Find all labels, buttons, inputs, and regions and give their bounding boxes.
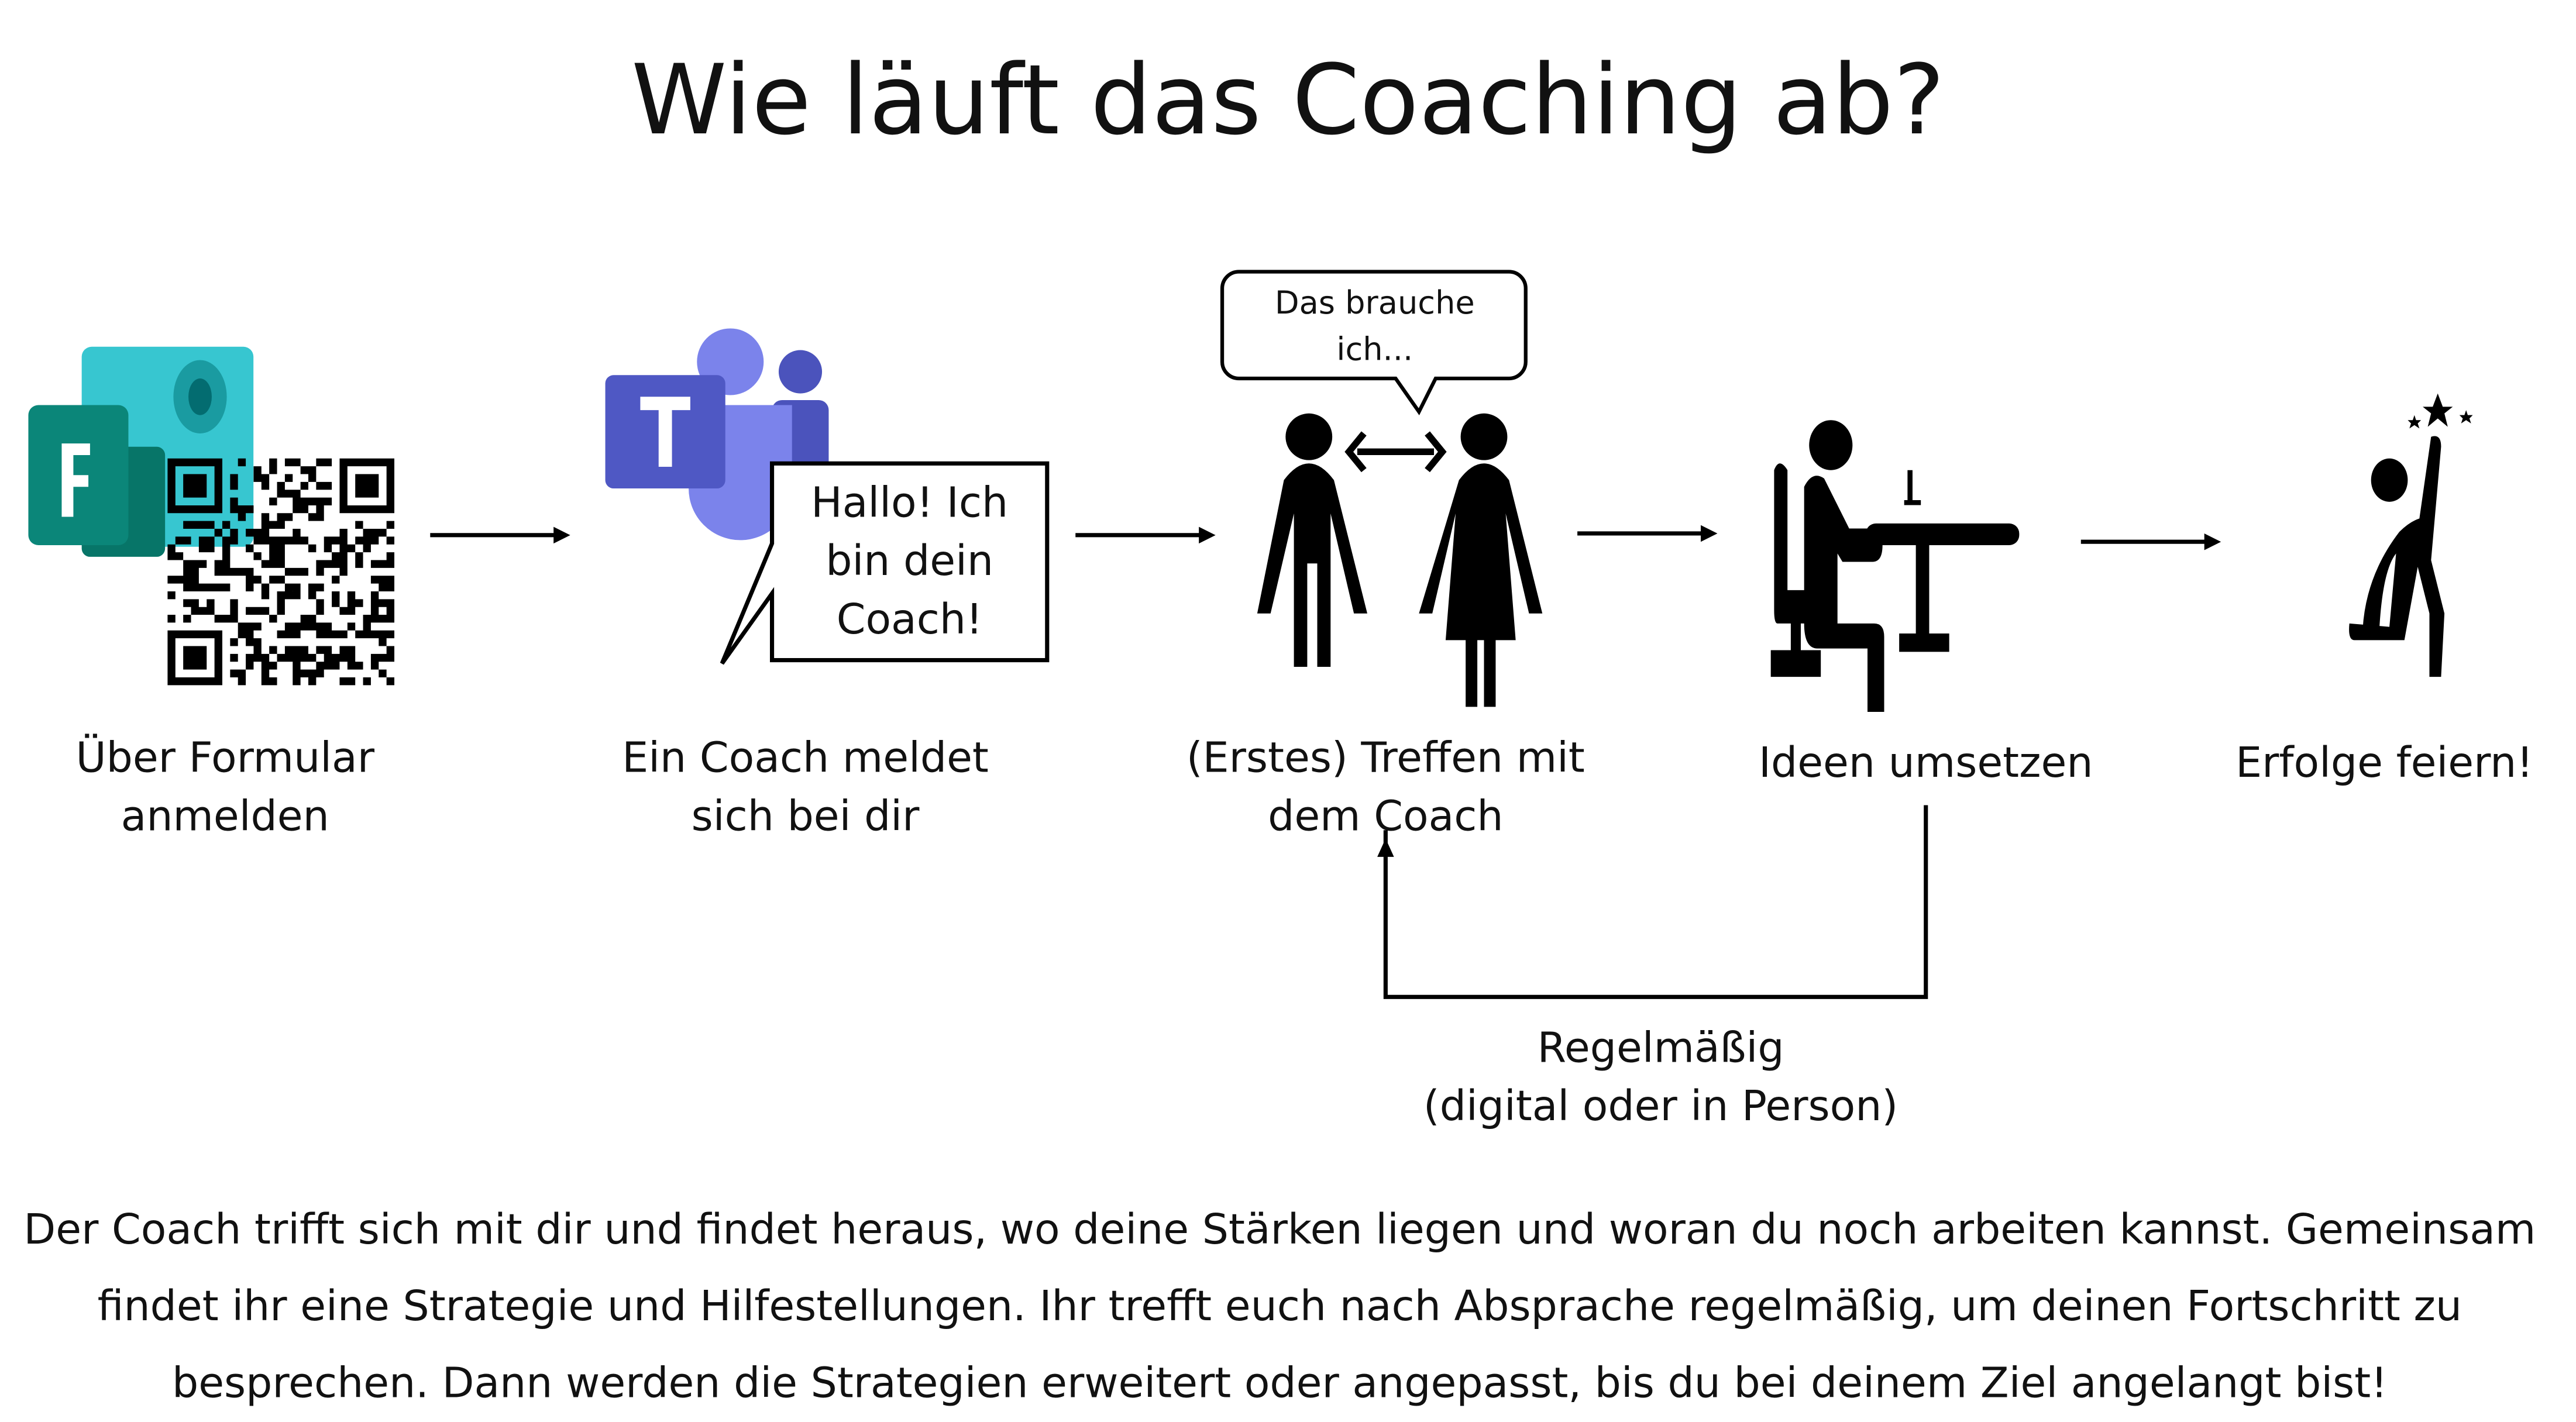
celebrating-person-icon [2349,393,2473,677]
description-paragraph: Der Coach trifft sich mit dir und findet… [23,1205,2536,1407]
loop-arrow [1377,805,1928,999]
step-label-celebrate: Erfolge feiern! [2235,738,2533,787]
forms-icon [28,346,254,557]
step-label-implement: Ideen umsetzen [1758,738,2093,787]
arrow-right-icon [2080,533,2221,550]
arrow-right-icon [430,526,570,544]
speech-bubble [1220,270,1528,416]
arrow-right-icon [1577,525,1718,542]
person-at-desk-icon [1770,420,2020,712]
loop-label: Regelmäßig(digital oder in Person) [1423,1023,1899,1131]
arrow-right-icon [1075,526,1216,544]
qr-code[interactable] [167,458,395,686]
two-people-icon [1257,413,1543,707]
speech-bubble [720,461,1050,665]
page-title: Wie läuft das Coaching ab? [631,43,1945,157]
